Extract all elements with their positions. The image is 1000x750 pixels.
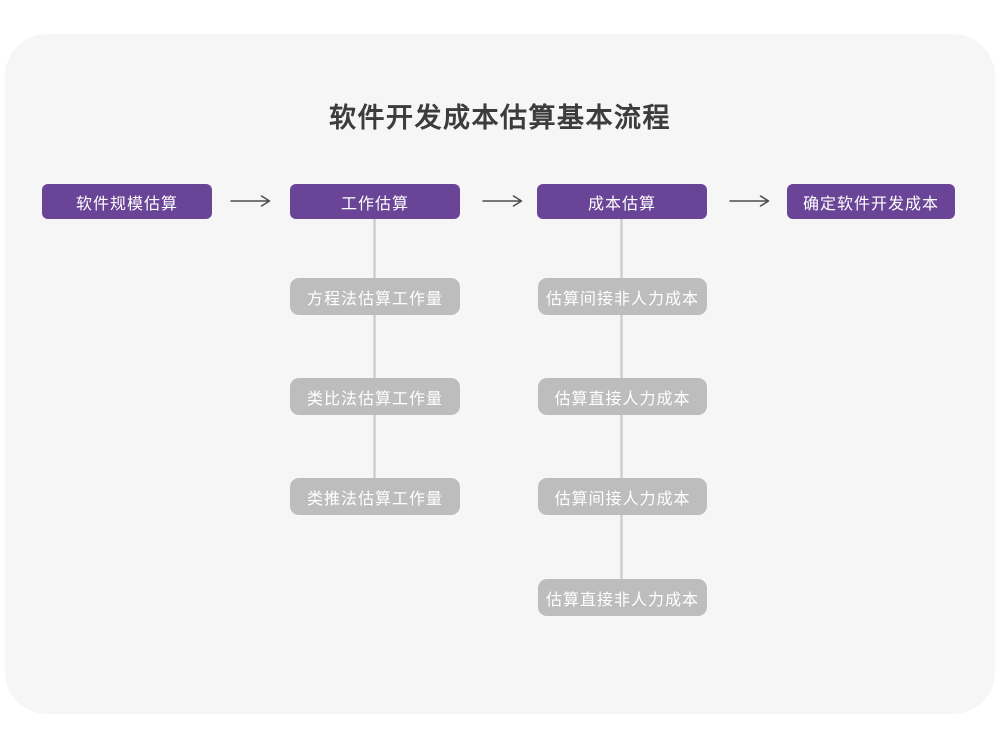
sub-node-indirect-nonlabor-cost: 估算间接非人力成本 bbox=[538, 278, 707, 315]
stage-node-determine-dev-cost: 确定软件开发成本 bbox=[787, 184, 955, 219]
stage-node-software-size-estimation: 软件规模估算 bbox=[42, 184, 212, 219]
sub-node-direct-nonlabor-cost: 估算直接非人力成本 bbox=[538, 579, 707, 616]
sub-node-analogy-method: 类比法估算工作量 bbox=[290, 378, 460, 415]
arrow-right-icon bbox=[729, 195, 770, 207]
diagram-card-background bbox=[5, 34, 995, 714]
sub-node-equation-method: 方程法估算工作量 bbox=[290, 278, 460, 315]
arrow-right-icon bbox=[230, 195, 271, 207]
stage-node-cost-estimation: 成本估算 bbox=[537, 184, 707, 219]
stage-node-work-estimation: 工作估算 bbox=[290, 184, 460, 219]
connector-line-work bbox=[373, 218, 376, 498]
sub-node-extrapolation-method: 类推法估算工作量 bbox=[290, 478, 460, 515]
sub-node-indirect-labor-cost: 估算间接人力成本 bbox=[538, 478, 707, 515]
sub-node-direct-labor-cost: 估算直接人力成本 bbox=[538, 378, 707, 415]
arrow-right-icon bbox=[482, 195, 523, 207]
diagram-title: 软件开发成本估算基本流程 bbox=[329, 103, 671, 133]
